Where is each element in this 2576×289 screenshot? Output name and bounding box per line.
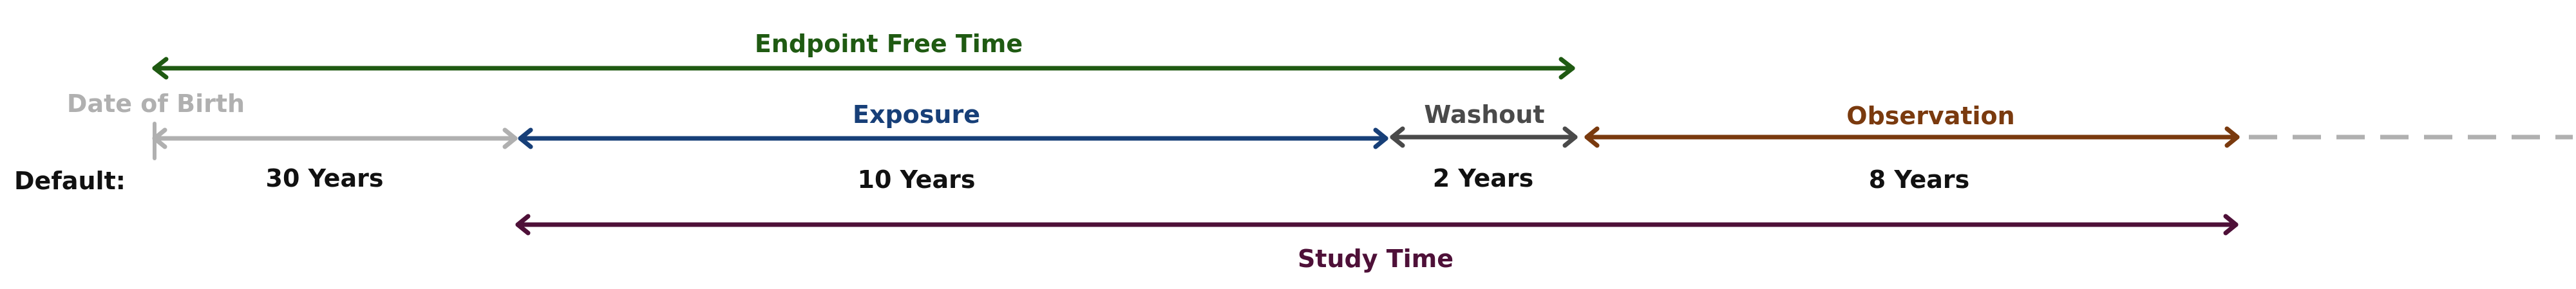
pre-exposure-right-arrowhead (502, 127, 518, 149)
endpoint-free-time-left-arrowhead (152, 57, 169, 80)
exposure-left-arrowhead (518, 127, 533, 149)
study-time-span: Study Time (515, 214, 2239, 273)
date-of-birth-span: Date of Birth (67, 89, 518, 160)
date-of-birth-label: Date of Birth (67, 89, 245, 118)
washout-left-arrowhead (1390, 126, 1405, 148)
observation-span: Observation (1584, 102, 2240, 148)
observation-right-arrowhead (2224, 126, 2240, 148)
observation-duration: 8 Years (1869, 165, 1969, 194)
observation-label: Observation (1846, 102, 2014, 130)
washout-duration: 2 Years (1433, 164, 1533, 192)
observation-left-arrowhead (1584, 126, 1600, 148)
pre-exposure-duration: 30 Years (266, 164, 384, 192)
default-durations-row: Default: 30 Years 10 Years 2 Years 8 Yea… (14, 164, 1969, 195)
endpoint-free-time-right-arrowhead (1558, 57, 1575, 80)
exposure-span: Exposure (518, 100, 1388, 149)
exposure-duration: 10 Years (858, 165, 976, 194)
study-time-right-arrowhead (2223, 214, 2239, 236)
exposure-label: Exposure (853, 100, 980, 129)
exposure-right-arrowhead (1373, 127, 1388, 149)
study-time-left-arrowhead (515, 214, 531, 236)
default-label: Default: (14, 167, 126, 195)
endpoint-free-time-label: Endpoint Free Time (755, 30, 1023, 58)
study-time-label: Study Time (1298, 245, 1454, 273)
endpoint-free-time-span: Endpoint Free Time (152, 30, 1575, 80)
washout-span: Washout (1390, 100, 1578, 148)
pre-exposure-left-arrowhead (152, 127, 167, 149)
washout-label: Washout (1424, 100, 1544, 129)
washout-right-arrowhead (1562, 126, 1578, 148)
